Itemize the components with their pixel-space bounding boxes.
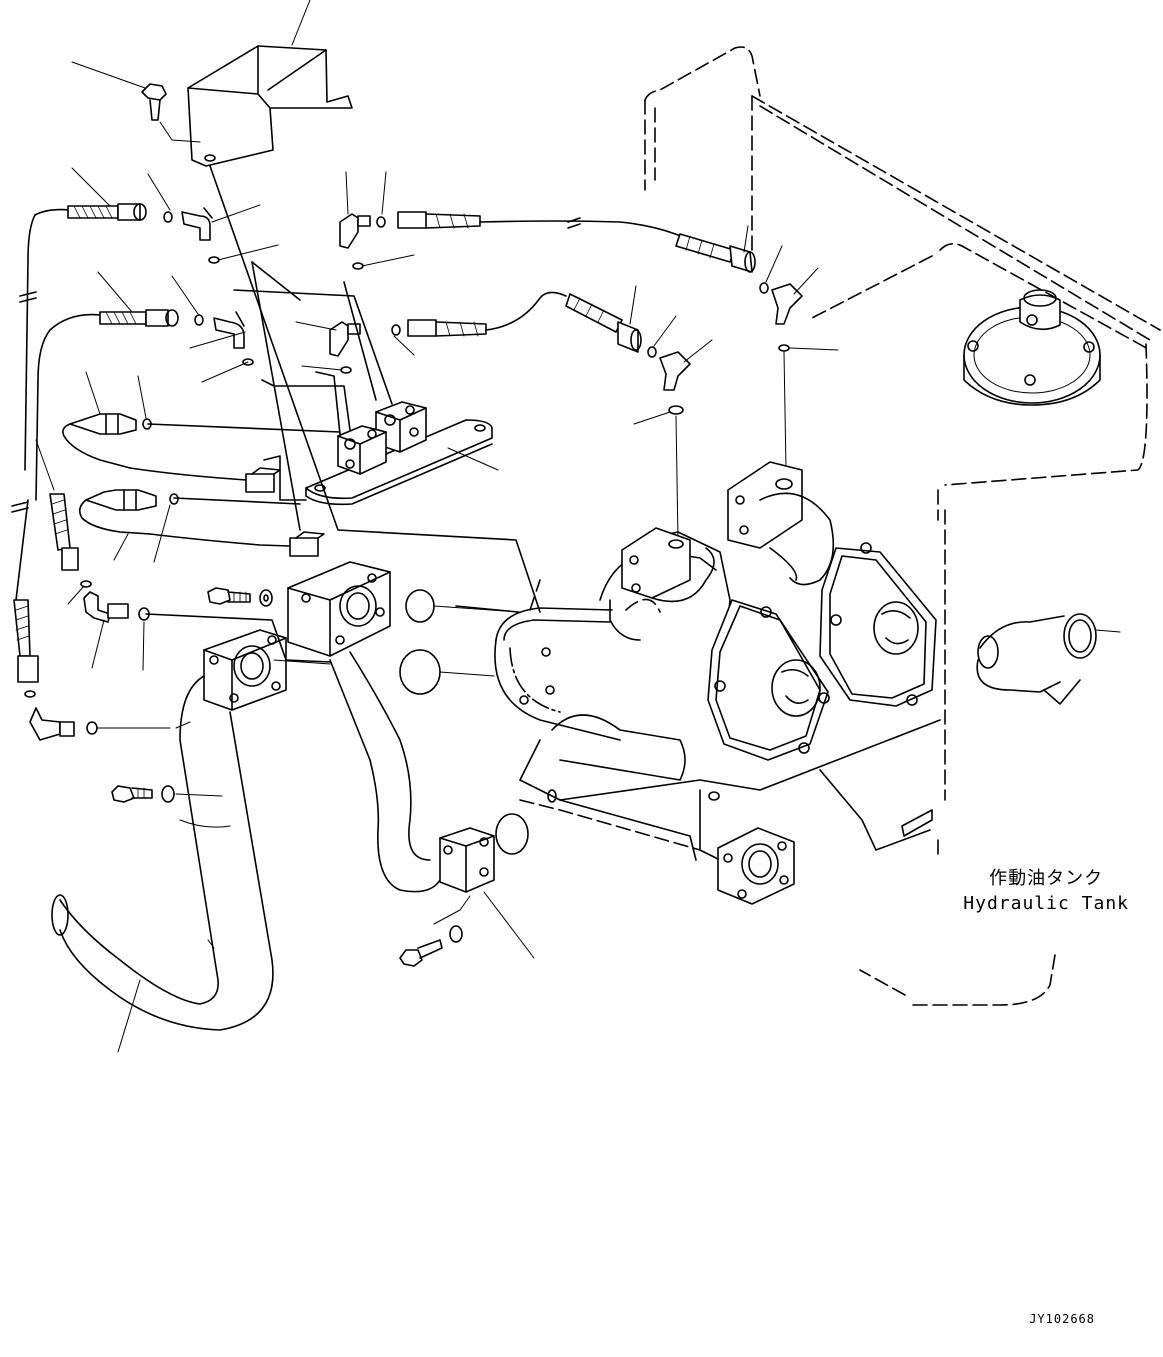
hose-assembly-icon <box>397 211 756 273</box>
pressure-sensor-icon <box>62 371 281 493</box>
hose-assembly-icon <box>35 439 79 571</box>
elbow-fitting-icon <box>339 171 371 249</box>
elbow-fitting-icon <box>771 267 819 325</box>
o-ring-icon <box>778 344 839 471</box>
bolt-icon <box>111 785 223 803</box>
elbow-fitting-icon <box>181 204 279 264</box>
hydraulic-pump-assembly <box>494 461 941 905</box>
bolt-icon <box>207 587 273 607</box>
o-ring-icon <box>301 324 415 374</box>
manifold-block <box>337 425 387 475</box>
o-ring-icon <box>399 589 529 855</box>
o-ring-icon <box>67 580 92 605</box>
bolt-icon <box>399 895 471 967</box>
relationship-lines <box>145 165 541 663</box>
hose-assembly-icon <box>13 499 98 741</box>
flange-block <box>203 629 287 711</box>
flange-block <box>439 827 535 959</box>
elbow-fitting-icon <box>189 311 254 383</box>
cover-bracket <box>187 0 353 167</box>
hydraulic-tank-outline <box>644 46 1161 1006</box>
manifold-plate <box>305 419 499 506</box>
elbow-fitting-icon <box>295 321 361 357</box>
o-ring-icon <box>633 405 684 541</box>
hose-assembly-icon <box>35 271 179 501</box>
o-ring-icon <box>647 315 677 358</box>
o-ring-icon <box>352 171 415 270</box>
bolt-icon <box>71 61 201 143</box>
o-ring-icon <box>759 245 783 294</box>
tank-label-en: Hydraulic Tank <box>963 893 1129 914</box>
elbow-fitting-icon <box>659 339 713 391</box>
flange-block <box>287 561 391 657</box>
break-marks <box>11 217 581 513</box>
elbow-pipe <box>976 613 1121 705</box>
o-ring-icon <box>171 275 204 326</box>
o-ring-icon <box>137 375 152 430</box>
suction-pipe <box>51 675 274 1053</box>
drawing-number: JY102668 <box>1029 1312 1095 1326</box>
pressure-sensor-icon <box>78 489 325 561</box>
tank-label-jp: 作動油タンク <box>989 868 1104 889</box>
hose-assembly-icon <box>407 285 642 353</box>
elbow-fitting-icon <box>83 591 129 669</box>
hose-assembly-icon <box>24 167 147 471</box>
return-pipe <box>273 651 441 893</box>
o-ring-icon <box>138 607 150 671</box>
hydraulic-tank-label: 作動油タンク Hydraulic Tank <box>963 866 1129 916</box>
o-ring-icon <box>153 493 179 563</box>
o-ring-icon <box>147 173 173 223</box>
